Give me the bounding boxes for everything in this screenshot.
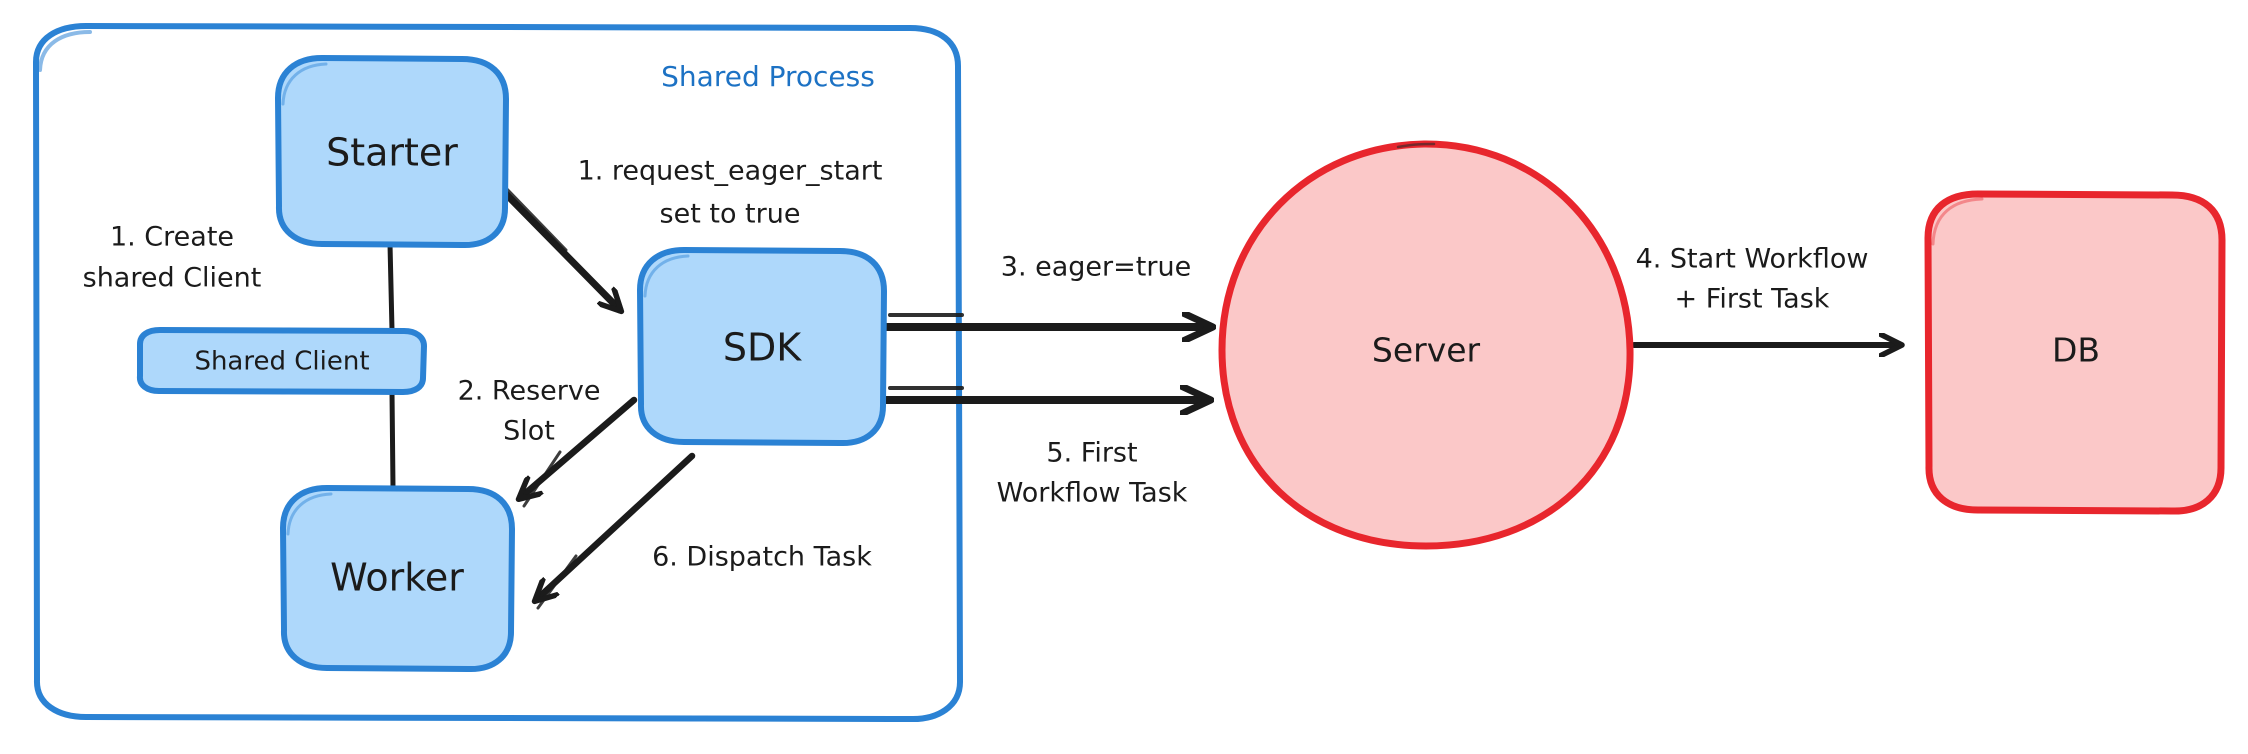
boundary-sketch-overlay [38, 30, 92, 72]
node-db-shape [1924, 190, 2226, 515]
edge-label-create-shared-client-line2: shared Client [83, 263, 262, 294]
edge-start-workflow-first-task: 4. Start Workflow + First Task [1631, 244, 1900, 346]
edge-label-reserve-slot-line1: 2. Reserve [458, 376, 601, 407]
edge-first-workflow-task: 5. First Workflow Task [882, 388, 1208, 509]
edge-eager-true: 3. eager=true [882, 252, 1210, 328]
edge-label-request-eager-start-line1: 1. request_eager_start [578, 156, 883, 187]
edge-label-first-workflow-task-line2: Workflow Task [997, 478, 1188, 509]
node-server-shape [1218, 140, 1634, 550]
node-shared-client[interactable]: Shared Client [136, 327, 427, 395]
edge-sketch-stroke-dispatch-task [536, 554, 578, 610]
edge-label-request-eager-start-line2: set to true [660, 199, 801, 230]
node-worker[interactable]: Worker [280, 485, 515, 673]
node-server[interactable]: Server [1218, 140, 1634, 550]
node-starter-label: Starter [326, 131, 458, 175]
node-db-label: DB [2052, 331, 2100, 370]
edge-label-first-workflow-task-line1: 5. First [1046, 438, 1137, 469]
node-worker-sketch-overlay [286, 492, 333, 536]
node-db-sketch-overlay [1931, 197, 1984, 246]
edge-dispatch-task: 6. Dispatch Task [536, 452, 872, 610]
node-starter-sketch-overlay [281, 62, 328, 106]
node-sdk[interactable]: SDK [637, 247, 887, 447]
edge-create-shared-client: 1. Create shared Client [83, 222, 396, 491]
edge-label-dispatch-task: 6. Dispatch Task [652, 542, 872, 573]
node-starter[interactable]: Starter [275, 55, 509, 249]
node-sdk-sketch-overlay [643, 254, 690, 298]
edge-label-eager-true: 3. eager=true [1001, 252, 1191, 283]
edge-line-starter-sharedclient [387, 241, 395, 333]
edge-sketch-stroke-request-eager-start [502, 184, 568, 252]
node-starter-shape [275, 55, 509, 249]
edge-label-start-workflow-line1: 4. Start Workflow [1636, 244, 1869, 275]
edge-label-start-workflow-line2: + First Task [1675, 284, 1830, 315]
edge-label-create-shared-client-line1: 1. Create [110, 222, 234, 253]
node-sdk-shape [637, 247, 887, 447]
edge-request-eager-start: 1. request_eager_start set to true [496, 156, 883, 311]
node-worker-label: Worker [330, 556, 464, 600]
node-server-label: Server [1372, 331, 1481, 370]
shared-process-group: Shared Process [33, 23, 963, 723]
node-shared-client-label: Shared Client [194, 347, 369, 377]
shared-process-title: Shared Process [661, 60, 875, 93]
node-db[interactable]: DB [1924, 190, 2226, 515]
node-shared-client-shape [136, 327, 427, 395]
edge-line-request-eager-start [496, 184, 620, 310]
shared-process-boundary [33, 23, 963, 723]
edge-line-sharedclient-worker [389, 389, 396, 491]
node-sdk-label: SDK [723, 326, 802, 370]
edge-reserve-slot: 2. Reserve Slot [458, 376, 638, 508]
edge-label-reserve-slot-line2: Slot [503, 416, 555, 447]
node-worker-shape [280, 485, 515, 673]
node-server-sketch-overlay [1396, 142, 1436, 149]
edge-sketch-stroke-reserve-slot [522, 450, 562, 508]
